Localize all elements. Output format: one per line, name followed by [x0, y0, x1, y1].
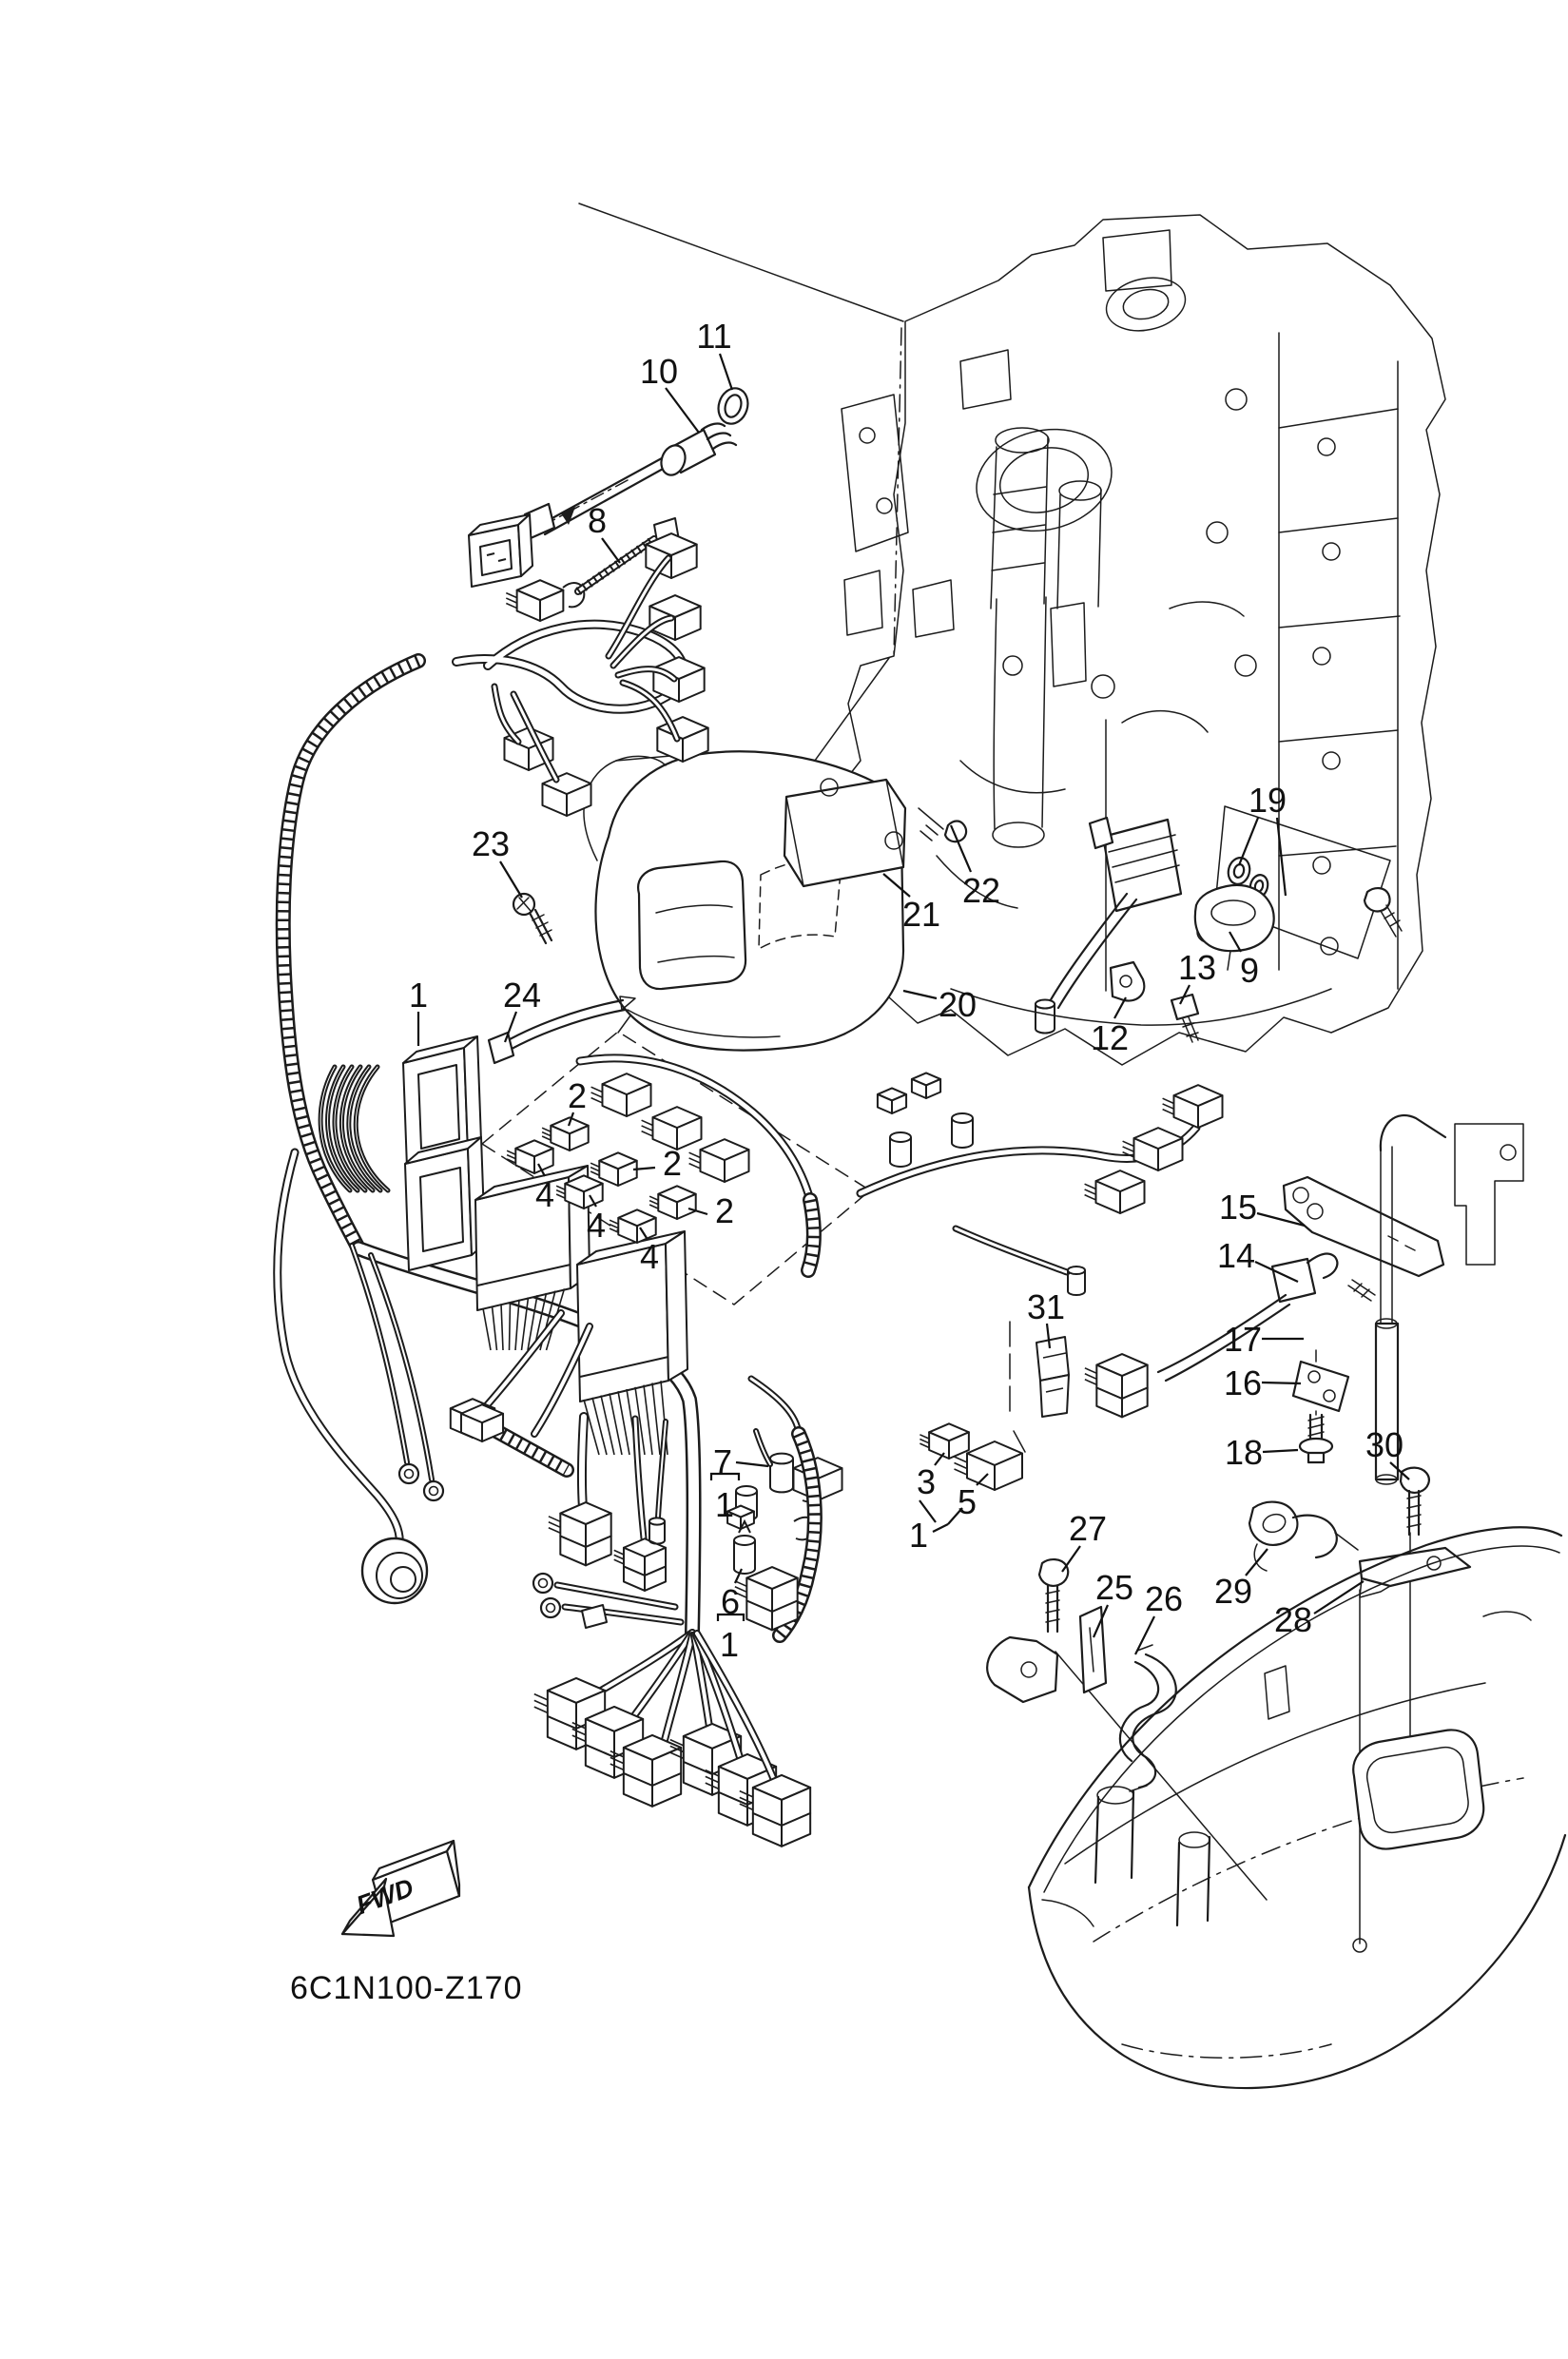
callout-28: 28: [1274, 1580, 1365, 1639]
callout-24: 24: [503, 976, 541, 1043]
callout-2: 2: [687, 1191, 734, 1230]
callout-number: 24: [503, 976, 541, 1015]
callout-18: 18: [1225, 1433, 1299, 1472]
callout-number: 5: [958, 1482, 977, 1521]
callout-23: 23: [472, 824, 523, 899]
callout-number: 14: [1217, 1236, 1255, 1275]
callout-2: 2: [632, 1144, 682, 1183]
callout-16: 16: [1224, 1363, 1302, 1402]
callout-number: 30: [1365, 1425, 1403, 1464]
callout-8: 8: [588, 501, 621, 564]
callout-number: 3: [917, 1462, 936, 1501]
callout-29: 29: [1214, 1548, 1268, 1611]
callout-4: 4: [535, 1163, 554, 1214]
lower-pan-drawing: [1027, 1526, 1567, 2090]
callout-number: 21: [902, 895, 940, 934]
callout-10: 10: [640, 352, 700, 434]
callout-number: 25: [1095, 1568, 1133, 1607]
callout-number: 1: [720, 1625, 739, 1664]
callout-number: 13: [1178, 948, 1216, 987]
callout-number: 20: [939, 985, 977, 1024]
callout-number: 22: [962, 871, 1000, 910]
callout-4: 4: [639, 1227, 659, 1276]
callout-number: 16: [1224, 1363, 1262, 1402]
callout-30: 30: [1365, 1425, 1410, 1480]
callout-number: 2: [663, 1144, 682, 1183]
generated-connector-parts: [273, 513, 1224, 1847]
callout-3: 3: [917, 1452, 945, 1501]
callout-number: 8: [588, 501, 607, 540]
callout-1: 1: [409, 976, 428, 1046]
callout-11: 11: [696, 317, 734, 391]
callout-number: 2: [715, 1191, 734, 1230]
bottom-cowling-drawing: [487, 750, 968, 1065]
callout-26: 26: [1134, 1579, 1183, 1655]
callout-number: 6: [721, 1582, 740, 1621]
callout-12: 12: [1091, 996, 1129, 1057]
callout-4: 4: [587, 1194, 606, 1245]
callout-5: 5: [958, 1473, 989, 1521]
callout-number: 10: [640, 352, 678, 391]
thermo-sensor-assembly-drawing: [1047, 805, 1403, 1043]
callout-number: 4: [587, 1206, 606, 1245]
callout-number: 19: [1249, 781, 1287, 820]
callout-13: 13: [1178, 948, 1216, 1005]
callout-number: 26: [1145, 1579, 1183, 1618]
fwd-direction-arrow: FWD: [340, 1839, 461, 1938]
callout-number: 18: [1225, 1433, 1263, 1472]
callout-number: 4: [640, 1237, 659, 1276]
callout-number: 27: [1069, 1509, 1107, 1548]
sensor-lead-drawing: [523, 387, 749, 540]
subassembly-merge-line: [932, 1523, 949, 1533]
callout-19: 19: [1237, 781, 1287, 897]
callout-number: 17: [1224, 1320, 1262, 1359]
callout-number: 12: [1091, 1018, 1129, 1057]
engine-block-drawing: [828, 214, 1446, 1066]
callout-14: 14: [1217, 1236, 1299, 1283]
callout-number: 1: [909, 1516, 928, 1555]
callout-number: 7: [713, 1442, 732, 1481]
subassembly-bracket: [716, 1613, 745, 1621]
subassembly-bracket: [709, 1472, 741, 1480]
callout-17: 17: [1224, 1320, 1304, 1359]
callout-number: 2: [568, 1076, 587, 1115]
callout-1: 1: [720, 1625, 739, 1664]
linkage-parts-drawing: [1156, 1113, 1524, 1537]
callout-9: 9: [1229, 931, 1259, 990]
callout-number: 15: [1219, 1188, 1257, 1227]
callout-27: 27: [1061, 1509, 1107, 1573]
callout-1: 1: [715, 1485, 734, 1524]
callout-number: 1: [715, 1485, 734, 1524]
subassembly-merge-line: [947, 1507, 963, 1525]
subassembly-merge-line: [919, 1499, 937, 1523]
callout-7: 7: [713, 1442, 769, 1481]
callout-2: 2: [567, 1076, 587, 1127]
callout-20: 20: [902, 985, 977, 1024]
callout-31: 31: [1027, 1287, 1065, 1349]
callout-15: 15: [1219, 1188, 1306, 1228]
callout-number: 9: [1240, 951, 1259, 990]
diagram-part-code: 6C1N100-Z170: [290, 1970, 522, 2006]
construction-lines: [481, 203, 1411, 1944]
callout-21: 21: [882, 873, 940, 934]
callout-6: 6: [721, 1568, 743, 1621]
callout-number: 1: [409, 976, 428, 1015]
callout-number: 4: [535, 1175, 554, 1214]
callout-number: 29: [1214, 1572, 1252, 1611]
callout-number: 11: [696, 317, 731, 356]
clamp-parts-drawing: [986, 1500, 1472, 1792]
callout-1: 1: [909, 1516, 928, 1555]
callout-number: 31: [1027, 1287, 1065, 1326]
callout-number: 23: [472, 824, 510, 863]
callout-25: 25: [1092, 1568, 1133, 1638]
callout-22: 22: [949, 824, 1000, 910]
callout-number: 28: [1274, 1600, 1312, 1639]
